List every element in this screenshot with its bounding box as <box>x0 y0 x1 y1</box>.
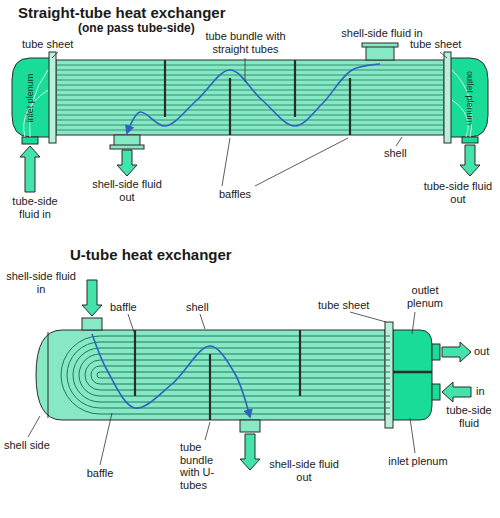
plenum-shape <box>393 330 432 420</box>
plenum-region: inlet plenum <box>14 64 46 132</box>
straight-tube <box>56 105 444 106</box>
part-label: baffles <box>205 188 265 201</box>
part-label: tube bundle with U-tubes <box>180 441 230 492</box>
shell-flow-path <box>127 64 380 133</box>
straight-tube <box>56 125 444 126</box>
part-label: tube-side fluid out <box>418 180 498 205</box>
flow-arrow <box>117 150 137 176</box>
straight-tube <box>56 115 444 116</box>
part-label: shell-side fluid in <box>322 27 442 40</box>
shell-inlet-nozzle <box>366 46 394 60</box>
part-label: shell-side fluid out <box>264 458 344 483</box>
head-flange <box>48 332 49 418</box>
out-nozzle <box>432 344 440 360</box>
nozzle-flange <box>362 43 398 47</box>
straight-tube <box>56 100 444 101</box>
part-label: outlet plenum <box>395 284 455 309</box>
plenum-region: outlet plenum <box>454 64 486 132</box>
flow-arrow <box>82 280 102 316</box>
baffles <box>165 60 350 135</box>
straight-tube <box>56 65 444 66</box>
u-tube <box>85 360 390 390</box>
shell-inlet-nozzle <box>82 318 102 330</box>
flow-arrow <box>20 146 40 192</box>
shell-outlet-nozzle <box>240 420 260 432</box>
flow-arrow <box>240 434 260 470</box>
part-label: tube bundle with straight tubes <box>188 30 303 55</box>
u-tube <box>67 342 390 408</box>
part-label: tube-side fluid <box>440 404 498 429</box>
part-label: tube sheet <box>410 38 470 51</box>
inlet-plenum-shape <box>12 58 50 137</box>
part-label: in <box>476 385 496 398</box>
plenum-flow <box>24 70 472 137</box>
straight-tube <box>56 70 444 71</box>
straight-tube <box>56 95 444 96</box>
u-tube <box>97 372 390 378</box>
tube-sheet <box>444 52 451 143</box>
inlet-nozzle <box>22 137 38 144</box>
flow-arrow <box>460 145 480 176</box>
heading: (one pass tube-side) <box>78 22 195 36</box>
straight-tube <box>56 90 444 91</box>
part-label: shell side <box>4 439 64 452</box>
heading: U-tube heat exchanger <box>70 246 232 263</box>
part-label: tube sheet <box>22 38 82 51</box>
part-label: shell <box>384 147 424 160</box>
flow-arrow <box>442 342 471 362</box>
leader-lines <box>28 52 447 465</box>
part-label: tube sheet <box>318 299 388 312</box>
title: Straight-tube heat exchanger <box>18 4 226 21</box>
nozzle-flange <box>110 145 144 149</box>
straight-tube <box>56 75 444 76</box>
shell-body <box>56 60 444 135</box>
straight-tube <box>56 80 444 81</box>
part-label: shell <box>186 301 226 314</box>
part-label: baffle <box>110 301 160 314</box>
baffles <box>135 330 300 420</box>
pass-divider <box>393 371 432 374</box>
shell-flow-path <box>92 334 250 417</box>
part-label: out <box>474 345 498 358</box>
straight-tube <box>56 120 444 121</box>
plenum-label: outlet plenum <box>465 71 475 125</box>
flow-arrow <box>442 382 471 402</box>
tube-sheet <box>49 52 56 143</box>
part-label: shell-side fluid out <box>90 178 164 203</box>
plenum-label: inlet plenum <box>25 74 35 123</box>
part-label: inlet plenum <box>388 455 448 468</box>
shell-outlet-nozzle <box>114 135 140 146</box>
outlet-plenum-shape <box>450 58 488 137</box>
in-nozzle <box>432 384 440 400</box>
part-label: tube-side fluid in <box>2 195 68 220</box>
part-label: baffle <box>50 467 150 480</box>
outlet-nozzle <box>462 137 478 143</box>
straight-tube <box>56 110 444 111</box>
u-tube <box>79 354 390 396</box>
straight-tube <box>56 130 444 131</box>
part-label: shell-side fluid in <box>4 270 78 295</box>
tube-sheet <box>385 322 393 428</box>
